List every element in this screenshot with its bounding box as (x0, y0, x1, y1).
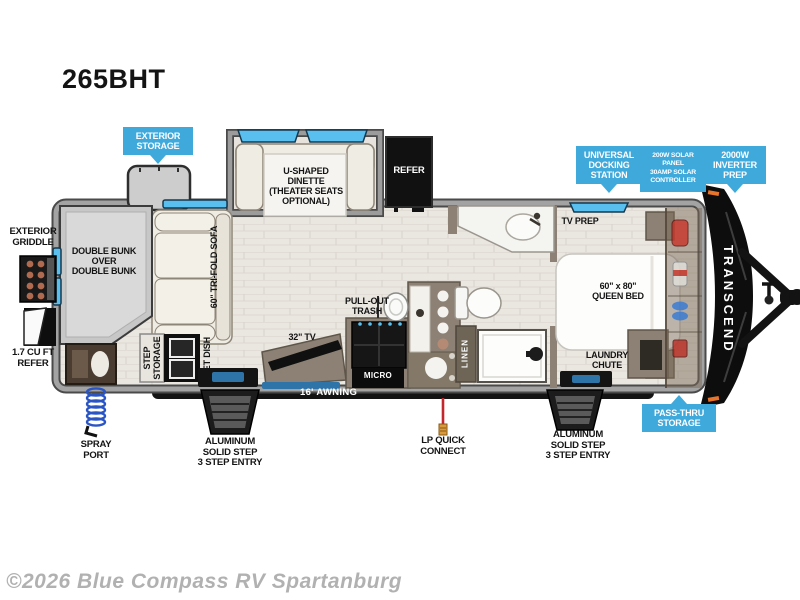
callout-solar: 200W SOLAR PANEL 30AMP SOLAR CONTROLLER (640, 146, 706, 192)
label-entry-step-right: ALUMINUM SOLID STEP 3 STEP ENTRY (545, 429, 611, 462)
exterior-storage-compartment (126, 164, 192, 212)
mini-refer-icon (23, 307, 56, 346)
label-laundry-chute: LAUNDRY CHUTE (585, 350, 629, 371)
tri-fold-sofa (151, 209, 233, 345)
front-cap (700, 184, 753, 408)
label-spray-port: SPRAY PORT (80, 439, 112, 461)
label-linen: LINEN (460, 338, 470, 368)
interior-mini-fridge (65, 343, 117, 385)
shower (477, 329, 547, 383)
stove (351, 321, 407, 369)
callout-exterior-storage: EXTERIOR STORAGE (123, 127, 193, 156)
callout-inverter-prep: 2000W INVERTER PREP (704, 146, 766, 185)
pet-dish-unit (164, 334, 200, 382)
label-awning: 16' AWNING (300, 387, 358, 398)
callout-pass-thru-storage: PASS-THRU STORAGE (642, 404, 716, 433)
spray-port-coil (84, 387, 107, 438)
label-pet-dish: PET DISH (201, 337, 212, 378)
step-storage-box (139, 333, 165, 383)
tv-window (262, 382, 340, 389)
entry-door-main (198, 368, 258, 387)
label-queen-bed: 60" x 80" QUEEN BED (592, 281, 644, 302)
pass-thru-storage-zone (665, 208, 702, 388)
sofa-window (162, 199, 228, 209)
bathroom (448, 205, 557, 388)
label-exterior-griddle: EXTERIOR GRIDDLE (9, 226, 57, 248)
label-step-storage: STEP STORAGE (141, 336, 162, 380)
laundry-chute-cabinet (627, 329, 669, 379)
label-mini-refer: 1.7 CU FT REFER (11, 347, 54, 369)
pull-out-trash-bin (383, 292, 409, 322)
microwave (352, 368, 404, 388)
entry-steps-right (546, 389, 604, 431)
refrigerator (385, 136, 433, 212)
entry-steps-left (200, 389, 260, 435)
label-entry-step-left: ALUMINUM SOLID STEP 3 STEP ENTRY (197, 436, 263, 469)
label-pull-out-trash: PULL-OUT TRASH (345, 296, 389, 317)
label-refer: REFER (393, 165, 425, 176)
dinette-window-left (236, 129, 301, 143)
label-dinette: U-SHAPED DINETTE (THEATER SEATS OPTIONAL… (269, 166, 343, 207)
bedroom (555, 211, 681, 387)
label-micro: MICRO (363, 371, 393, 380)
label-double-bunk: DOUBLE BUNK OVER DOUBLE BUNK (71, 246, 137, 277)
hitch (738, 248, 800, 348)
callout-universal-docking-station: UNIVERSAL DOCKING STATION (576, 146, 642, 185)
brand-front-cap: TRANSCEND (721, 244, 736, 354)
dinette-table (263, 153, 347, 217)
tv-cabinet (261, 333, 347, 389)
label-lp-quick-connect: LP QUICK CONNECT (420, 435, 466, 457)
label-tri-fold-sofa: 60" TRI-FOLD SOFA (208, 225, 219, 309)
lp-quick-connect-line (438, 398, 448, 436)
exterior-griddle-icon (19, 255, 57, 303)
entry-door-bedroom (560, 371, 612, 387)
kitchen (345, 281, 461, 389)
label-tv: 32" TV (288, 332, 316, 342)
model-number: 265BHT (62, 64, 166, 94)
dinette-slideout (226, 129, 384, 217)
tv-prep-window (568, 202, 630, 213)
label-tv-prep: TV PREP (561, 216, 599, 226)
linen-closet (455, 325, 477, 383)
dinette-window-right (304, 129, 369, 143)
dealer-watermark: ©2026 Blue Compass RV Spartanburg (6, 570, 403, 593)
double-bunk (59, 205, 153, 345)
toilet (454, 286, 502, 320)
